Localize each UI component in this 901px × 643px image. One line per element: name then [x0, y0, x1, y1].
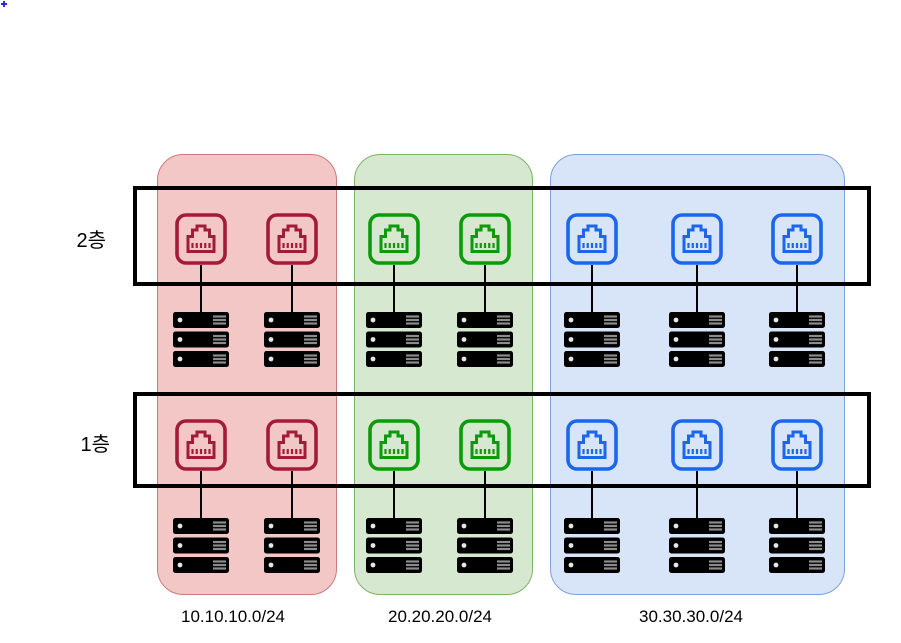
server-stack-icon — [264, 518, 320, 573]
server-stack-icon — [769, 312, 825, 367]
ethernet-cable-line — [696, 265, 698, 312]
rj45-port-icon — [671, 213, 723, 265]
floor-2-label: 2층 — [76, 230, 106, 252]
rj45-port-icon — [266, 213, 318, 265]
rj45-port-icon — [175, 213, 227, 265]
rj45-port-icon — [771, 213, 823, 265]
rj45-port-icon — [459, 419, 511, 471]
ethernet-cable-line — [484, 265, 486, 312]
ethernet-cable-line — [796, 471, 798, 518]
server-stack-icon — [769, 518, 825, 573]
ethernet-cable-line — [291, 471, 293, 518]
rj45-port-icon — [566, 213, 618, 265]
rj45-port-icon — [368, 419, 420, 471]
server-stack-icon — [564, 518, 620, 573]
server-stack-icon — [366, 312, 422, 367]
ethernet-cable-line — [484, 471, 486, 518]
floor-2-band — [133, 186, 871, 286]
ethernet-cable-line — [796, 265, 798, 312]
ethernet-cable-line — [393, 265, 395, 312]
server-stack-icon — [173, 312, 229, 367]
floor-1-label: 1층 — [80, 434, 110, 456]
ethernet-cable-line — [291, 265, 293, 312]
subnet-green-cidr-label: 20.20.20.0/24 — [388, 607, 492, 626]
server-stack-icon — [366, 518, 422, 573]
server-stack-icon — [457, 518, 513, 573]
ethernet-cable-line — [200, 471, 202, 518]
server-stack-icon — [564, 312, 620, 367]
blue-cursor-artifact — [1, 1, 7, 7]
ethernet-cable-line — [591, 471, 593, 518]
rj45-port-icon — [459, 213, 511, 265]
ethernet-cable-line — [200, 265, 202, 312]
subnet-blue-cidr-label: 30.30.30.0/24 — [639, 607, 743, 626]
server-stack-icon — [173, 518, 229, 573]
ethernet-cable-line — [393, 471, 395, 518]
server-stack-icon — [457, 312, 513, 367]
ethernet-cable-line — [696, 471, 698, 518]
rj45-port-icon — [566, 419, 618, 471]
ethernet-cable-line — [591, 265, 593, 312]
server-stack-icon — [669, 518, 725, 573]
floor-1-band — [133, 392, 871, 488]
server-stack-icon — [669, 312, 725, 367]
rj45-port-icon — [368, 213, 420, 265]
rj45-port-icon — [771, 419, 823, 471]
rj45-port-icon — [175, 419, 227, 471]
server-stack-icon — [264, 312, 320, 367]
rj45-port-icon — [671, 419, 723, 471]
rj45-port-icon — [266, 419, 318, 471]
subnet-red-cidr-label: 10.10.10.0/24 — [181, 607, 285, 626]
